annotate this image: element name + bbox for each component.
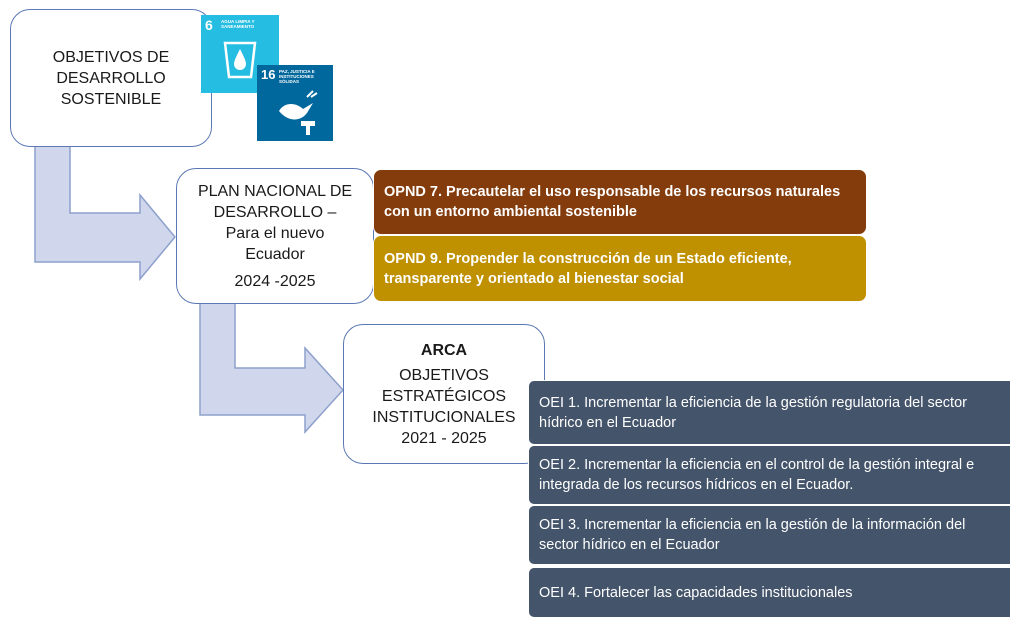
arrow-pnd-to-arca [199, 299, 345, 434]
arca-name: ARCA [420, 341, 468, 359]
pnd-title: PLAN NACIONAL DE DESARROLLO – Para el nu… [197, 182, 353, 263]
sdg-16-label: PAZ, JUSTICIA E INSTITUCIONES SÓLIDAS [279, 69, 315, 84]
oei-2-band: OEI 2. Incrementar la eficiencia en el c… [528, 445, 1011, 505]
sdg-6-number: 6 [205, 17, 213, 33]
oei-4-band: OEI 4. Fortalecer las capacidades instit… [528, 567, 1011, 618]
ods-box: OBJETIVOS DE DESARROLLO SOSTENIBLE [10, 9, 212, 147]
oei-1-band: OEI 1. Incrementar la eficiencia de la g… [528, 380, 1011, 445]
sdg-6-label: AGUA LIMPIA Y SANEAMIENTO [221, 19, 255, 29]
oei-4-text: OEI 4. Fortalecer las capacidades instit… [539, 584, 853, 601]
ods-title: OBJETIVOS DE DESARROLLO SOSTENIBLE [52, 48, 170, 108]
oei-1-text: OEI 1. Incrementar la eficiencia de la g… [539, 394, 967, 431]
arca-period: 2021 - 2025 [401, 429, 487, 447]
oei-3-band: OEI 3. Incrementar la eficiencia en la g… [528, 505, 1011, 565]
opnd-9-band: OPND 9. Propender la construcción de un … [373, 235, 867, 302]
pnd-period: 2024 -2025 [234, 272, 316, 290]
opnd-7-band: OPND 7. Precautelar el uso responsable d… [373, 169, 867, 235]
pnd-box: PLAN NACIONAL DE DESARROLLO – Para el nu… [176, 168, 374, 304]
arrow-ods-to-pnd [34, 144, 176, 282]
water-glass-icon [223, 41, 257, 79]
oei-2-text: OEI 2. Incrementar la eficiencia en el c… [539, 457, 975, 493]
arca-box: ARCA OBJETIVOS ESTRATÉGICOS INSTITUCIONA… [343, 324, 545, 464]
oei-3-text: OEI 3. Incrementar la eficiencia en la g… [539, 517, 966, 553]
dove-gavel-icon [279, 90, 318, 135]
opnd-9-text: OPND 9. Propender la construcción de un … [384, 250, 792, 287]
sdg-16-number: 16 [261, 67, 276, 82]
arca-title: OBJETIVOS ESTRATÉGICOS INSTITUCIONALES [372, 366, 516, 426]
sdg-16-peace-justice-icon: 16 PAZ, JUSTICIA E INSTITUCIONES SÓLIDAS [257, 65, 333, 141]
opnd-7-text: OPND 7. Precautelar el uso responsable d… [384, 184, 841, 220]
